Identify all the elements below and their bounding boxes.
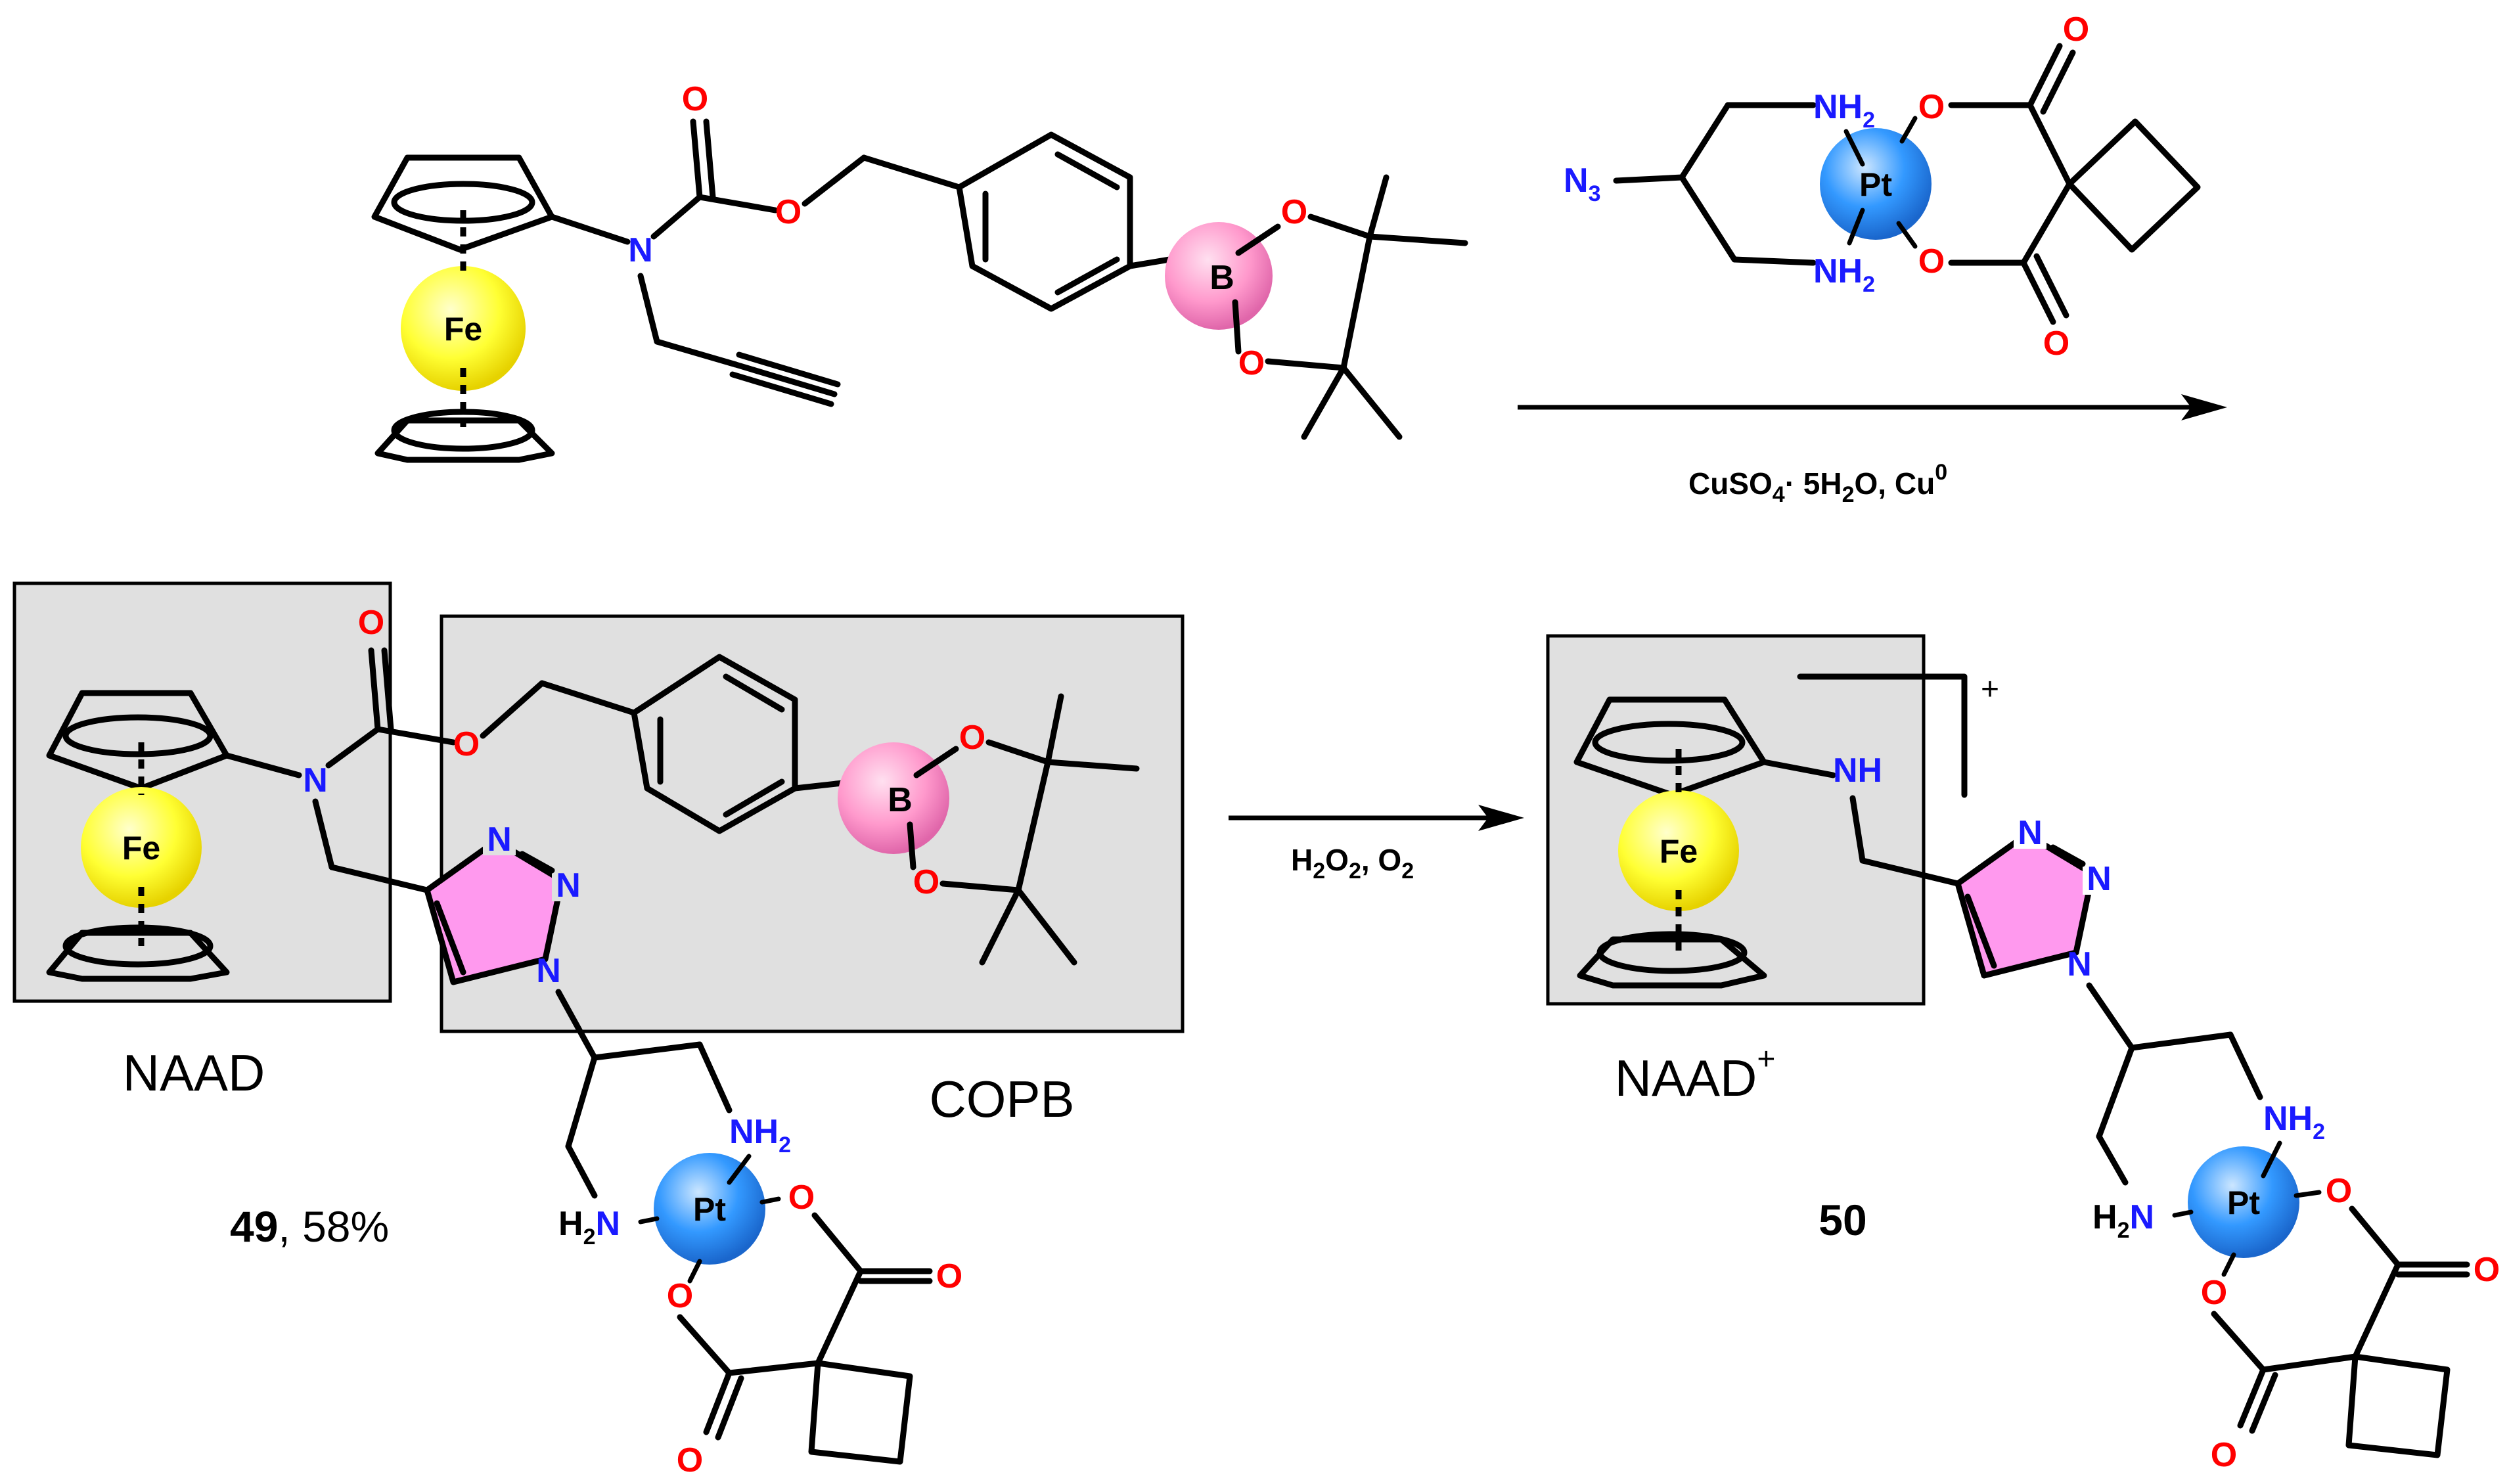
triazole-n2-label: N bbox=[2087, 860, 2112, 898]
naad-plus-label: NAAD+ bbox=[1615, 1042, 1776, 1107]
platinum-sphere bbox=[2188, 1146, 2299, 1258]
copb-label: COPB bbox=[929, 1070, 1074, 1128]
naad-label: NAAD bbox=[123, 1044, 265, 1102]
copb-box bbox=[440, 614, 1185, 1033]
triazole-n3-label: N bbox=[2067, 945, 2092, 983]
carbonyl-oxygen-label: O bbox=[682, 80, 708, 118]
compound-50-label: 50 bbox=[1819, 1196, 1866, 1244]
carbonyl-oxygen-bottom: O bbox=[2211, 1436, 2237, 1474]
reagent-conditions-1: CuSO4· 5H2O, Cu0 bbox=[1688, 460, 1947, 507]
nitrogen-label: N bbox=[628, 231, 653, 269]
nh-label: NH bbox=[1833, 752, 1882, 790]
carbonyl-oxygen-right: O bbox=[2474, 1251, 2500, 1289]
reagent-conditions-2: H2O2, O2 bbox=[1291, 843, 1414, 884]
compound-50-structure: Fe NH + N N N Pt NH2 H2N O O bbox=[1573, 672, 2500, 1474]
carboxylate-oxygen-bottom: O bbox=[667, 1277, 693, 1315]
platinum-label: Pt bbox=[1859, 166, 1892, 203]
carboxylate-oxygen-bottom: O bbox=[1918, 242, 1945, 281]
iron-sphere bbox=[81, 787, 202, 908]
iron-sphere bbox=[401, 266, 526, 391]
carbonyl-oxygen-label: O bbox=[358, 604, 384, 642]
ferrocene-carbamate-reactant: Fe N O O B O O bbox=[371, 80, 1468, 463]
iron-label: Fe bbox=[122, 830, 160, 866]
carbonyl-oxygen-bottom: O bbox=[677, 1441, 703, 1479]
pinacol-oxygen-top: O bbox=[1281, 193, 1307, 231]
reaction-arrow-1 bbox=[1518, 394, 2227, 420]
carboxylate-oxygen-bottom: O bbox=[2201, 1274, 2227, 1312]
amine-top-label: NH2 bbox=[2263, 1100, 2325, 1144]
compound-49-structure: Fe N O O B O O N N bbox=[46, 604, 1140, 1479]
boron-label: B bbox=[1209, 259, 1234, 297]
triazole-n2-label: N bbox=[556, 866, 581, 905]
charge-plus: + bbox=[1981, 672, 1999, 707]
triazole-n1-label: N bbox=[2018, 814, 2043, 852]
naad-box bbox=[12, 581, 392, 1003]
iron-label: Fe bbox=[1660, 833, 1698, 870]
ester-oxygen-label: O bbox=[775, 193, 802, 231]
azido-platinum-reagent: N3 Pt NH2 NH2 O O O O bbox=[1564, 11, 2201, 363]
carboxylate-oxygen-right: O bbox=[788, 1179, 815, 1217]
platinum-sphere bbox=[1820, 128, 1932, 240]
pinacol-oxygen-bottom: O bbox=[913, 863, 939, 901]
amine-left-label: H2N bbox=[2092, 1198, 2154, 1243]
carbonyl-oxygen-bottom: O bbox=[2043, 325, 2069, 363]
platinum-label: Pt bbox=[693, 1191, 726, 1228]
triazole-n1-label: N bbox=[487, 821, 512, 859]
azide-label: N3 bbox=[1564, 162, 1600, 206]
carboxylate-oxygen-right: O bbox=[2326, 1172, 2352, 1210]
ester-oxygen-label: O bbox=[453, 725, 480, 763]
platinum-sphere bbox=[654, 1153, 765, 1265]
boron-label: B bbox=[888, 781, 913, 819]
amine-bottom-label: NH2 bbox=[1813, 252, 1875, 297]
pinacol-oxygen-bottom: O bbox=[1238, 344, 1265, 382]
amine-left-label: H2N bbox=[558, 1205, 620, 1249]
pinacol-oxygen-top: O bbox=[959, 719, 985, 757]
platinum-label: Pt bbox=[2227, 1184, 2260, 1221]
triazole-n3-label: N bbox=[536, 952, 561, 990]
carbonyl-oxygen-top: O bbox=[2063, 11, 2089, 49]
carbonyl-oxygen-right: O bbox=[936, 1257, 962, 1295]
nitrogen-label: N bbox=[303, 761, 328, 799]
carboxylate-oxygen-top: O bbox=[1918, 88, 1945, 126]
amine-top-label: NH2 bbox=[1813, 88, 1875, 133]
amine-top-label: NH2 bbox=[729, 1113, 791, 1158]
compound-49-label: 49, 58% bbox=[230, 1202, 389, 1251]
reaction-arrow-2 bbox=[1229, 805, 1524, 831]
iron-sphere bbox=[1618, 790, 1739, 911]
iron-label: Fe bbox=[444, 311, 482, 348]
